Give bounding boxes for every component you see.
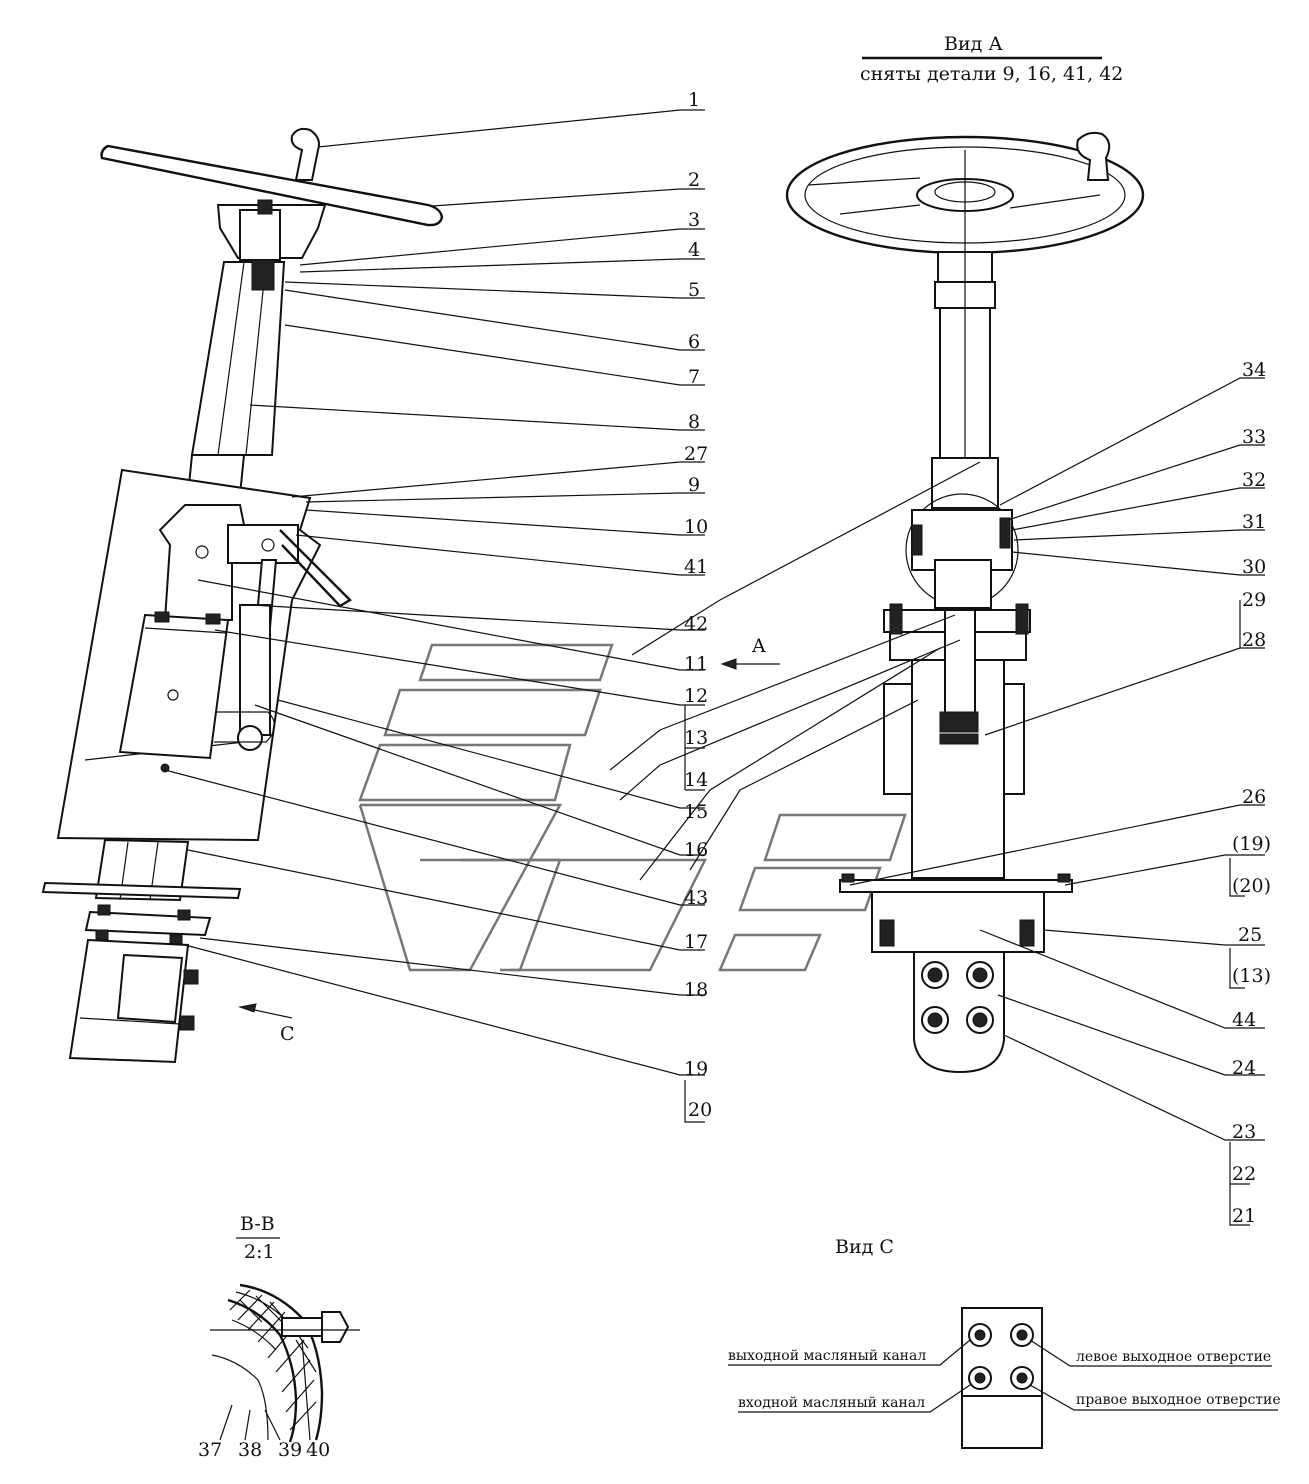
part-label: 42: [684, 613, 708, 635]
part-label: 17: [684, 931, 708, 953]
view-a-subtitle: сняты детали 9, 16, 41, 42: [860, 63, 1123, 85]
section-bb: B-B 2:1 37 38 39 40: [198, 1213, 360, 1461]
view-a-title: Вид А: [944, 33, 1003, 55]
part-label: 31: [1242, 511, 1266, 533]
watermark-logo: [358, 643, 907, 972]
section-scale: 2:1: [244, 1241, 275, 1263]
part-label: 28: [1242, 629, 1266, 651]
part-label: 26: [1242, 786, 1266, 808]
part-label: 10: [684, 516, 708, 538]
part-label: 24: [1232, 1057, 1256, 1079]
part-label: 32: [1242, 469, 1266, 491]
part-label: 11: [684, 653, 708, 675]
part-label: 20: [688, 1099, 712, 1121]
port-label-left-out: левое выходное отверстие: [1076, 1349, 1271, 1365]
part-label: 1: [688, 89, 700, 111]
part-label: 38: [238, 1439, 262, 1461]
part-label: 9: [688, 474, 700, 496]
part-label: 6: [688, 331, 700, 353]
left-leaders: [164, 109, 705, 1123]
part-label: 22: [1232, 1163, 1256, 1185]
part-label: 2: [688, 169, 700, 191]
part-label: 13: [684, 727, 708, 749]
arrow-c-label: C: [280, 1023, 295, 1045]
part-label: 40: [306, 1439, 330, 1461]
knob: [290, 127, 320, 181]
right-part-labels: 34 33 32 31 30 29 28 26 (19) (20) 25 (13…: [1232, 359, 1271, 1227]
arrow-a-label: A: [751, 635, 766, 657]
part-label: 14: [684, 769, 708, 791]
port-label-right-out: правое выходное отверстие: [1076, 1392, 1281, 1408]
part-label: 23: [1232, 1121, 1256, 1143]
port-label-out-oil: выходной масляный канал: [728, 1348, 926, 1364]
part-label: 19: [684, 1058, 708, 1080]
part-label: (20): [1232, 875, 1271, 897]
part-label: 8: [688, 411, 700, 433]
part-label: 30: [1242, 556, 1266, 578]
view-c: Вид С выходной масляный канал входной ма…: [728, 1236, 1281, 1449]
part-label: 25: [1238, 924, 1262, 946]
port-label-in-oil: входной масляный канал: [738, 1395, 925, 1411]
section-title: B-B: [240, 1213, 275, 1235]
part-label: 3: [688, 209, 700, 231]
left-part-labels: 1 2 3 4 5 6 7 8 27 9 10 41 42 11 12 13 1…: [684, 89, 712, 1121]
part-label: (19): [1232, 833, 1271, 855]
part-label: 37: [198, 1439, 222, 1461]
part-label: 41: [684, 556, 708, 578]
part-label: 16: [684, 839, 708, 861]
part-label: 27: [684, 443, 708, 465]
part-label: 7: [688, 366, 700, 388]
part-label: 44: [1232, 1009, 1256, 1031]
part-label: 39: [278, 1439, 302, 1461]
part-label: 43: [684, 887, 708, 909]
handwheel-rim: [100, 144, 444, 227]
part-label: 21: [1232, 1205, 1256, 1227]
part-label: 33: [1242, 426, 1266, 448]
part-label: 29: [1242, 589, 1266, 611]
part-label: 34: [1242, 359, 1266, 381]
part-label: (13): [1232, 965, 1271, 987]
part-label: 12: [684, 685, 708, 707]
part-label: 5: [688, 279, 700, 301]
view-a: Вид А сняты детали 9, 16, 41, 42: [785, 33, 1145, 1074]
hydraulic-cylinder: [118, 613, 230, 760]
part-label: 15: [684, 801, 708, 823]
main-view: C A: [41, 127, 780, 1064]
part-label: 18: [684, 979, 708, 1001]
right-leaders: [609, 377, 1265, 1226]
part-label: 4: [688, 239, 700, 261]
view-c-title: Вид С: [835, 1236, 894, 1258]
